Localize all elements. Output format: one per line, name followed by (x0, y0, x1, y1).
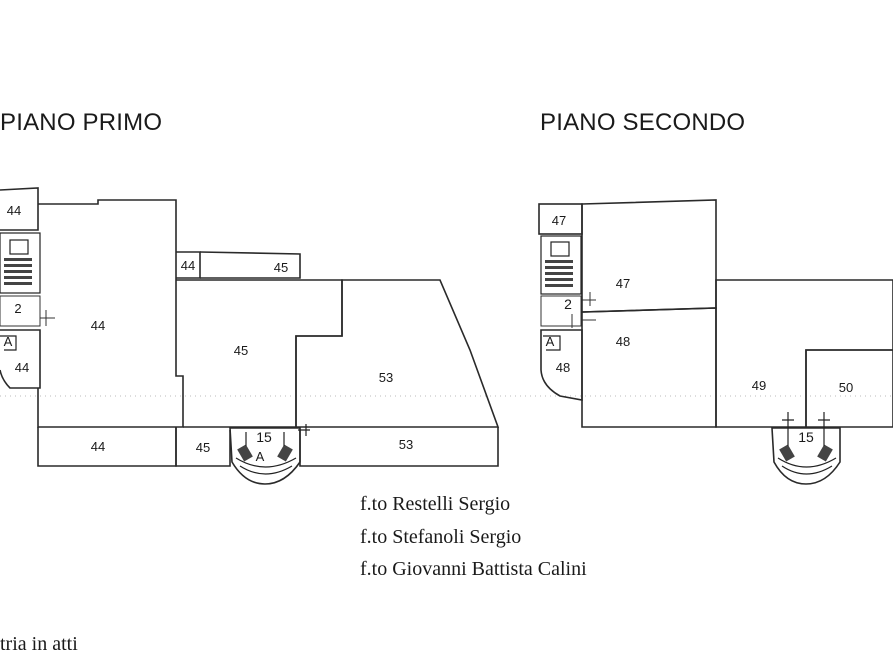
room-label: 44 (7, 203, 21, 218)
stair-marker-a: A (256, 449, 265, 464)
room-label: 2 (14, 301, 21, 316)
room-44-main-outline (37, 199, 184, 428)
landing-secondo (540, 295, 582, 327)
room-44-small-outline (176, 251, 201, 279)
stair-marker-a: A (4, 334, 13, 349)
stair-15-secondo-icon (771, 412, 841, 485)
stair-marker-a: A (546, 334, 555, 349)
signature-line: f.to Giovanni Battista Calini (360, 558, 587, 580)
room-label: 48 (556, 360, 570, 375)
room-label: 53 (379, 370, 393, 385)
room-label: 44 (15, 360, 29, 375)
stair-left-landing (0, 335, 17, 351)
room-label: 50 (839, 380, 853, 395)
room-label: 15 (798, 429, 814, 445)
piano-primo-title: PIANO PRIMO (0, 109, 162, 136)
footer-text: tria in atti (0, 633, 78, 655)
stair-secondo-outline (540, 235, 582, 295)
signature-line: f.to Restelli Sergio (360, 493, 510, 515)
stair-15-primo-icon (229, 424, 310, 485)
door-mark-left (40, 310, 55, 326)
room-48-outline (581, 307, 717, 428)
room-45-outline (176, 279, 343, 428)
room-label: 15 (256, 429, 272, 445)
room-label: 53 (399, 437, 413, 452)
room-45-bottom-outline (175, 427, 231, 467)
stair-secondo-steps-icon (545, 241, 573, 287)
piano-secondo-plan: PIANO SECONDO (538, 109, 893, 485)
room-label: 44 (91, 439, 105, 454)
room-label: 2 (564, 296, 572, 312)
room-44-bottom-outline (37, 427, 177, 467)
room-50-outline (805, 349, 893, 428)
stair-left-outline (0, 232, 41, 294)
piano-primo-plan: PIANO PRIMO (0, 109, 500, 485)
room-49-outline (715, 279, 893, 428)
room-47-outline (581, 199, 717, 313)
stair-secondo-landing (543, 335, 561, 351)
landing-left (0, 295, 41, 327)
room-48-side-outline (540, 329, 583, 401)
room-label: 44 (91, 318, 105, 333)
stair-left-steps-icon (4, 239, 32, 285)
room-53-outline (295, 279, 500, 428)
door-marks-secondo (571, 292, 596, 328)
room-label: 45 (234, 343, 248, 358)
signature-line: f.to Stefanoli Sergio (360, 526, 521, 548)
room-44-lower-outline (0, 329, 41, 389)
room-44-top-outline (0, 187, 39, 231)
room-label: 44 (181, 258, 195, 273)
room-label: 49 (752, 378, 766, 393)
room-label: 48 (616, 334, 630, 349)
room-label: 47 (552, 213, 566, 228)
signature-block: f.to Restelli Sergio f.to Stefanoli Serg… (360, 493, 587, 580)
room-label: 47 (616, 276, 630, 291)
room-label: 45 (274, 260, 288, 275)
piano-secondo-title: PIANO SECONDO (540, 109, 745, 136)
room-label: 45 (196, 440, 210, 455)
room-45-small-outline (199, 251, 301, 279)
